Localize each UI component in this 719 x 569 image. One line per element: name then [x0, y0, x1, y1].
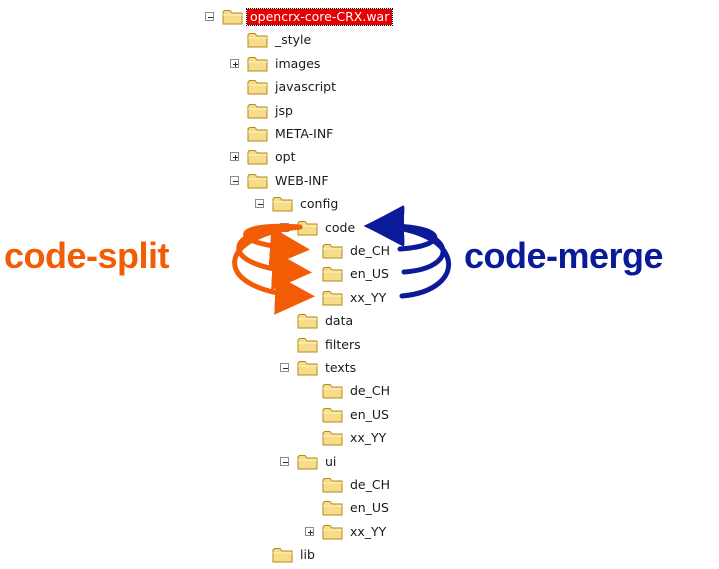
folder-icon: [322, 523, 344, 541]
tree-node-filters[interactable]: filters: [0, 334, 719, 356]
tree-node-xx-yy[interactable]: xx_YY: [0, 427, 719, 449]
expand-icon[interactable]: [230, 58, 239, 68]
tree-node-label[interactable]: ui: [325, 453, 337, 469]
folder-icon: [322, 429, 344, 447]
expand-icon[interactable]: [230, 152, 239, 162]
folder-icon: [322, 406, 344, 424]
tree-node-label[interactable]: texts: [325, 360, 357, 375]
collapse-icon[interactable]: [205, 12, 214, 21]
folder-icon: [297, 336, 319, 354]
tree-node-label[interactable]: jsp: [275, 102, 293, 118]
expand-icon[interactable]: [305, 526, 314, 536]
folder-icon: [322, 382, 344, 400]
folder-icon: [272, 195, 294, 213]
folder-icon: [322, 289, 344, 307]
tree-node-xx-yy[interactable]: xx_YY: [0, 287, 719, 309]
tree-node-de-ch[interactable]: de_CH: [0, 474, 719, 496]
tree-node-jsp[interactable]: jsp: [0, 100, 719, 122]
folder-icon: [247, 125, 269, 143]
folder-icon: [247, 172, 269, 190]
tree-node-label[interactable]: de_CH: [350, 383, 391, 399]
tree-node-label[interactable]: config: [300, 196, 339, 212]
tree-node-images[interactable]: images: [0, 53, 719, 75]
folder-icon: [297, 453, 319, 471]
tree-node-label[interactable]: data: [325, 313, 354, 329]
collapse-icon[interactable]: [230, 175, 239, 185]
tree-node-meta-inf[interactable]: META-INF: [0, 123, 719, 145]
tree-node-label[interactable]: xx_YY: [350, 289, 387, 305]
tree-node-label[interactable]: en_US: [350, 406, 389, 422]
folder-icon: [322, 499, 344, 517]
tree-node-label[interactable]: opencrx-core-CRX.war: [245, 8, 394, 26]
collapse-icon[interactable]: [280, 456, 289, 466]
tree-node-label[interactable]: en_US: [350, 266, 389, 282]
folder-icon: [322, 265, 344, 283]
folder-icon: [247, 31, 269, 49]
tree-node-label[interactable]: code: [325, 219, 356, 235]
tree-node-label[interactable]: en_US: [350, 500, 389, 516]
collapse-icon[interactable]: [280, 363, 289, 372]
folder-icon: [222, 8, 244, 26]
folder-icon: [322, 476, 344, 494]
tree-node-de-ch[interactable]: de_CH: [0, 380, 719, 402]
code-merge-label: code-merge: [464, 235, 664, 276]
tree-node-label[interactable]: _style: [275, 32, 312, 48]
folder-icon: [297, 219, 319, 237]
tree-node-label[interactable]: META-INF: [275, 126, 334, 141]
folder-icon: [297, 312, 319, 330]
folder-icon: [247, 55, 269, 73]
tree-node-en-us[interactable]: en_US: [0, 497, 719, 519]
tree-node-lib[interactable]: lib: [0, 544, 719, 566]
code-split-label: code-split: [4, 235, 170, 276]
tree-node-label[interactable]: javascript: [275, 79, 337, 95]
tree-node-label[interactable]: xx_YY: [350, 523, 387, 539]
tree-node-javascript[interactable]: javascript: [0, 76, 719, 98]
folder-icon: [247, 102, 269, 120]
tree-node-label[interactable]: WEB-INF: [275, 172, 329, 188]
tree-node-config[interactable]: config: [0, 193, 719, 215]
tree-node-label[interactable]: de_CH: [350, 243, 391, 258]
tree-node-label[interactable]: lib: [300, 547, 315, 563]
tree-node-data[interactable]: data: [0, 310, 719, 332]
tree-node-web-inf[interactable]: WEB-INF: [0, 170, 719, 192]
collapse-icon[interactable]: [255, 199, 264, 209]
tree-node-label[interactable]: opt: [275, 149, 296, 165]
tree-node-ui[interactable]: ui: [0, 451, 719, 473]
folder-icon: [247, 78, 269, 96]
tree-node-label[interactable]: images: [275, 55, 321, 71]
tree-node-label[interactable]: de_CH: [350, 477, 391, 492]
collapse-icon[interactable]: [280, 222, 289, 232]
tree-node-texts[interactable]: texts: [0, 357, 719, 379]
tree-node-xx-yy[interactable]: xx_YY: [0, 521, 719, 543]
tree-node--style[interactable]: _style: [0, 29, 719, 51]
folder-icon: [322, 242, 344, 260]
tree-node-opencrx-core-crx-war[interactable]: opencrx-core-CRX.war: [0, 6, 719, 28]
tree-node-label[interactable]: filters: [325, 336, 361, 352]
tree-node-opt[interactable]: opt: [0, 146, 719, 168]
folder-icon: [272, 546, 294, 564]
tree-node-en-us[interactable]: en_US: [0, 404, 719, 426]
folder-icon: [247, 148, 269, 166]
tree-node-label[interactable]: xx_YY: [350, 430, 387, 446]
folder-icon: [297, 359, 319, 377]
